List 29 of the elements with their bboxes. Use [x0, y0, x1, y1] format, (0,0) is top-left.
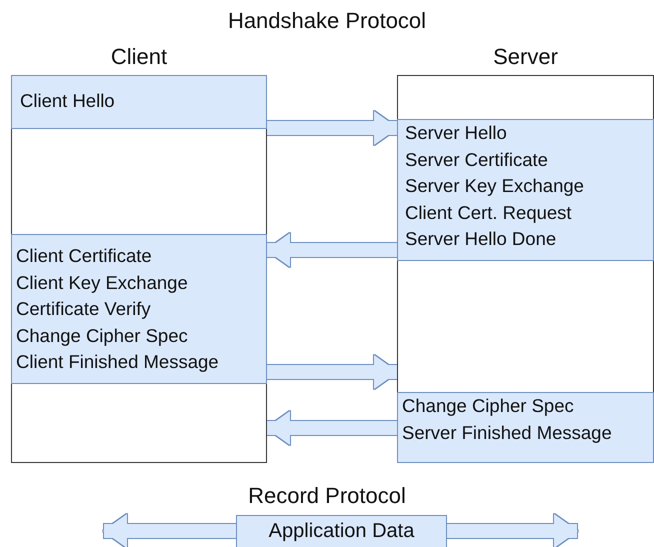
column-heading: Client: [110, 44, 168, 70]
message-text: Server Key Exchange: [405, 174, 585, 198]
message-text: Application Data: [268, 519, 414, 544]
message-text: Certificate Verify: [16, 297, 152, 321]
block-arrow: [266, 233, 397, 267]
message-box: [397, 392, 654, 463]
message-text: Change Cipher Spec: [402, 394, 575, 418]
column-heading: Server: [492, 44, 559, 70]
message-text: Client Finished Message: [16, 350, 220, 374]
message-box: [397, 119, 654, 261]
block-arrow: [267, 355, 398, 389]
message-text: Server Certificate: [405, 148, 549, 172]
diagram-title: Handshake Protocol: [226, 8, 428, 34]
message-text: Client Key Exchange: [16, 270, 189, 295]
block-arrow: [103, 514, 236, 547]
section-heading: Record Protocol: [247, 483, 407, 509]
message-text: Client Hello: [20, 89, 116, 113]
message-text: Server Hello Done: [405, 227, 558, 251]
message-text: Server Hello: [405, 121, 508, 145]
block-arrow: [267, 111, 398, 145]
message-text: Client Certificate: [16, 244, 153, 268]
message-box: [11, 75, 267, 129]
block-arrow: [447, 514, 578, 547]
block-arrow: [266, 411, 397, 445]
message-text: Change Cipher Spec: [16, 324, 189, 348]
message-text: Client Cert. Request: [405, 200, 573, 225]
message-box: [236, 515, 447, 547]
message-box: [11, 234, 267, 384]
message-text: Server Finished Message: [402, 420, 613, 445]
